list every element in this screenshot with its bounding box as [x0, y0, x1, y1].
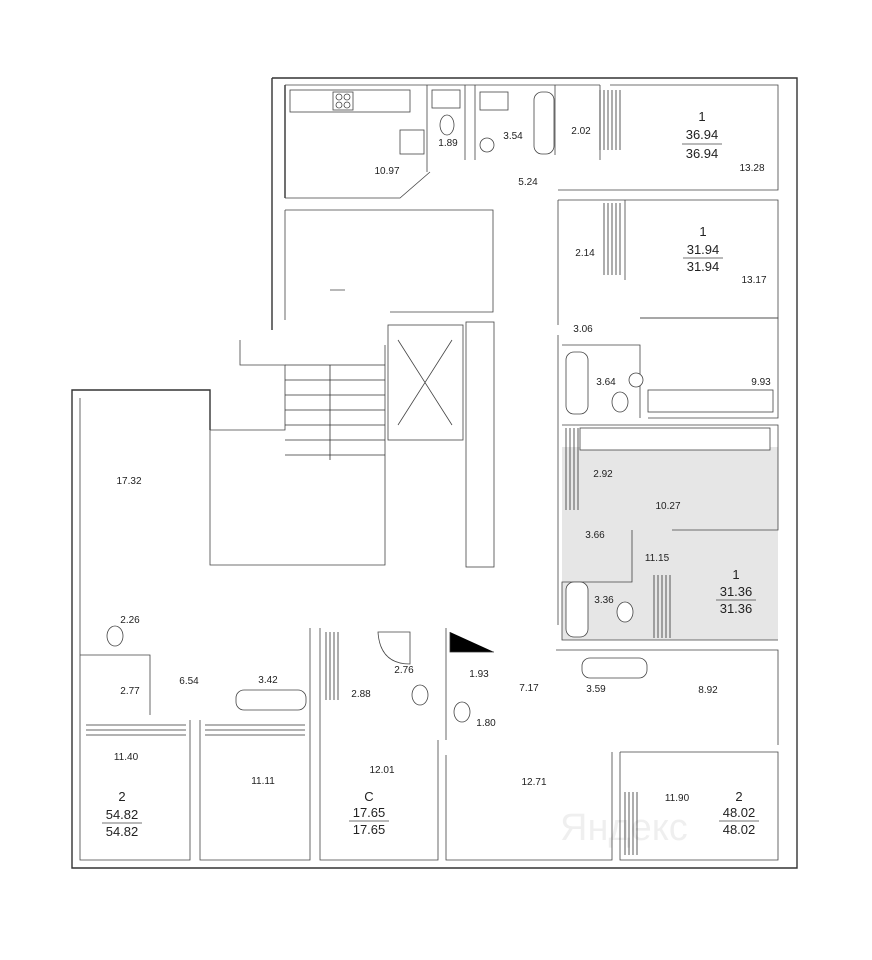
apt-a-total: 36.94 — [686, 127, 719, 142]
room-area: 11.40 — [114, 752, 139, 763]
apt-a-living: 36.94 — [686, 146, 719, 161]
apt-b-type: 1 — [699, 224, 706, 239]
room-area: 3.64 — [596, 377, 616, 388]
apt-c-label: 1 31.36 31.36 — [716, 567, 756, 616]
toilet-icon — [611, 391, 629, 413]
toilet-icon — [453, 701, 471, 723]
room-area: 13.17 — [741, 275, 766, 286]
apt-d-label: 2 54.82 54.82 — [102, 789, 142, 839]
shower-icon — [377, 631, 411, 665]
room-area: 11.90 — [665, 793, 690, 804]
apt-b-label: 1 31.94 31.94 — [683, 224, 723, 274]
room-area-labels: 10.97 1.89 3.54 2.02 5.24 13.28 2.14 13.… — [114, 126, 771, 804]
sink-icon — [479, 91, 509, 111]
apt-b-living: 31.94 — [687, 259, 720, 274]
room-area: 2.88 — [351, 689, 371, 700]
apt-b-total: 31.94 — [687, 242, 720, 257]
apt-e-living: 17.65 — [353, 822, 386, 837]
bathtub-icon — [533, 91, 555, 155]
apt-e-label: С 17.65 17.65 — [349, 789, 389, 837]
apt-c-total: 31.36 — [720, 584, 753, 599]
stair-core — [209, 209, 495, 568]
room-area: 11.11 — [251, 776, 275, 787]
room-area: 1.89 — [438, 138, 458, 149]
room-area: 11.15 — [645, 553, 670, 564]
apt-c-living: 31.36 — [720, 601, 753, 616]
bathtub-icon — [565, 581, 589, 638]
room-area: 3.42 — [258, 675, 278, 686]
elevator-shaft — [387, 324, 464, 441]
room-area: 2.26 — [120, 615, 140, 626]
sink-icon — [431, 89, 461, 109]
apt-f-total: 48.02 — [723, 805, 756, 820]
shaft — [465, 321, 495, 568]
room-area: 12.71 — [521, 777, 546, 788]
room-area: 13.28 — [739, 163, 764, 174]
sink-icon — [399, 129, 425, 155]
bathtub-icon — [235, 689, 307, 711]
room-area: 17.32 — [116, 476, 141, 487]
washer-icon — [628, 372, 644, 388]
apt-e-type: С — [364, 789, 373, 804]
kitchen-counter — [647, 389, 774, 413]
bathtub-icon — [581, 657, 648, 679]
elevator-cross — [397, 339, 453, 426]
apt-c-type: 1 — [732, 567, 739, 582]
apt-e-total: 17.65 — [353, 805, 386, 820]
room-area: 6.54 — [179, 676, 199, 687]
apartment-right-walls — [557, 199, 779, 641]
toilet-icon — [439, 114, 455, 136]
outer-walls — [71, 77, 798, 869]
room-area: 8.92 — [698, 685, 718, 696]
balcony-hatch — [86, 632, 638, 855]
toilet-icon — [106, 625, 124, 647]
apartment-bottom-walls — [79, 398, 779, 861]
apt-a-type: 1 — [698, 109, 705, 124]
room-area: 7.17 — [519, 683, 539, 694]
room-area: 5.24 — [518, 177, 538, 188]
apt-f-living: 48.02 — [723, 822, 756, 837]
room-area: 3.06 — [573, 324, 593, 335]
toilet-icon — [616, 601, 634, 623]
room-area: 3.66 — [585, 530, 605, 541]
room-area: 3.36 — [594, 595, 614, 606]
balcony-hatch — [565, 203, 671, 638]
room-area: 1.80 — [476, 718, 496, 729]
apt-f-type: 2 — [735, 789, 742, 804]
washer-icon — [479, 137, 495, 153]
stair-steps — [285, 364, 385, 460]
room-area: 3.59 — [586, 684, 606, 695]
room-area: 2.02 — [571, 126, 591, 137]
room-area: 9.93 — [751, 377, 771, 388]
kitchen-counter — [579, 427, 771, 451]
apt-a-label: 1 36.94 36.94 — [682, 109, 722, 161]
room-area: 10.27 — [655, 501, 680, 512]
toilet-icon — [411, 684, 429, 706]
room-area: 10.97 — [374, 166, 399, 177]
room-area: 2.77 — [120, 686, 140, 697]
apt-d-type: 2 — [118, 789, 125, 804]
balcony-hatch — [599, 90, 621, 150]
room-area: 2.92 — [593, 469, 613, 480]
apt-d-total: 54.82 — [106, 807, 139, 822]
bathtub-icon — [565, 351, 589, 415]
room-area: 12.01 — [369, 765, 394, 776]
apartment-top-left-walls — [285, 84, 779, 199]
apt-d-living: 54.82 — [106, 824, 139, 839]
apt-f-label: 2 48.02 48.02 — [719, 789, 759, 837]
room-area: 3.54 — [503, 131, 523, 142]
stove-icon — [332, 91, 354, 111]
room-area: 2.14 — [575, 248, 595, 259]
room-area: 1.93 — [469, 669, 489, 680]
watermark: Яндекс — [560, 807, 688, 849]
room-area: 2.76 — [394, 665, 414, 676]
